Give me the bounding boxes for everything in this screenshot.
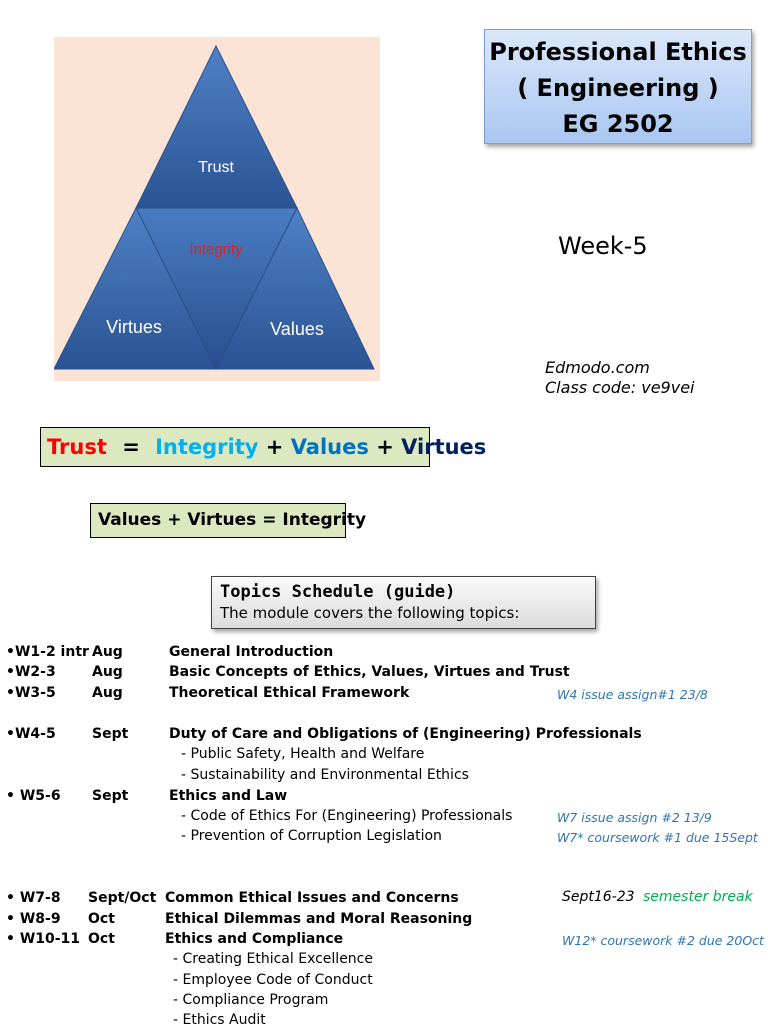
course-code: EG 2502 [562, 110, 674, 138]
pyramid-top-section [135, 44, 298, 209]
note-assign-1: W4 issue assign#1 23/8 [557, 687, 708, 702]
pyramid-label-virtues: Virtues [106, 317, 162, 337]
subtopic: - Sustainability and Environmental Ethic… [181, 767, 469, 783]
topics-subheading: The module covers the following topics: [220, 604, 520, 622]
pyramid-left-section [54, 206, 217, 370]
week-label: Week-5 [558, 232, 648, 260]
schedule-week: •W3-5 [6, 685, 56, 701]
schedule-topic: Ethical Dilemmas and Moral Reasoning [165, 911, 473, 927]
eq-values: Values [290, 435, 369, 459]
course-title: Professional Ethics [489, 38, 747, 66]
eq-virtues: Virtues [401, 435, 487, 459]
pyramid-right-section [215, 206, 375, 370]
schedule-topic: Basic Concepts of Ethics, Values, Virtue… [169, 664, 570, 680]
schedule-week: •W1-2 intr [6, 644, 89, 660]
schedule-month: Sept [92, 788, 129, 804]
schedule-week: •W2-3 [6, 664, 56, 680]
schedule-month: Oct [88, 911, 115, 927]
subtopic: - Creating Ethical Excellence [173, 951, 373, 967]
schedule-topic: Theoretical Ethical Framework [169, 685, 410, 701]
schedule-month: Aug [92, 685, 123, 701]
schedule-week: • W7-8 [6, 890, 61, 906]
schedule-topic: Duty of Care and Obligations of (Enginee… [169, 726, 642, 742]
schedule-week: • W5-6 [6, 788, 61, 804]
pyramid-label-integrity: Integrity [189, 241, 243, 258]
schedule-month: Sept/Oct [88, 890, 157, 906]
schedule-month: Aug [92, 644, 123, 660]
edmodo-info: Edmodo.com Class code: ve9vei [545, 358, 695, 398]
schedule-month: Oct [88, 931, 115, 947]
course-title-box: Professional Ethics ( Engineering ) EG 2… [484, 29, 752, 144]
eq-integrity: Integrity [155, 435, 259, 459]
subtopic: - Code of Ethics For (Engineering) Profe… [181, 808, 513, 824]
schedule-topic: Common Ethical Issues and Concerns [165, 890, 459, 906]
subtopic: - Ethics Audit [173, 1012, 266, 1028]
schedule-month: Sept [92, 726, 129, 742]
course-subtitle: ( Engineering ) [517, 74, 719, 102]
pyramid-label-trust: Trust [198, 159, 234, 176]
note-coursework-2: W12* coursework #2 due 20Oct [562, 933, 764, 948]
schedule-month: Aug [92, 664, 123, 680]
semester-break-dates: Sept16-23 [562, 889, 635, 905]
edmodo-site: Edmodo.com [545, 358, 650, 377]
subtopic: - Public Safety, Health and Welfare [181, 746, 425, 762]
integrity-equation: Values + Virtues = Integrity [90, 503, 366, 538]
topics-heading: Topics Schedule (guide) [220, 582, 456, 602]
note-coursework-1: W7* coursework #1 due 15Sept [557, 830, 758, 845]
schedule-topic: Ethics and Compliance [165, 931, 344, 947]
eq-equals: = [122, 435, 140, 459]
subtopic: - Employee Code of Conduct [173, 972, 373, 988]
semester-break-label: semester break [643, 889, 753, 905]
semester-break-note: Sept16-23 semester break [562, 889, 753, 905]
topics-header-box: Topics Schedule (guide) The module cover… [211, 576, 596, 629]
subtopic: - Prevention of Corruption Legislation [181, 828, 442, 844]
eq-plus-2: + [376, 435, 394, 459]
pyramid-label-values: Values [270, 319, 324, 339]
schedule-week: • W8-9 [6, 911, 61, 927]
schedule-week: • W10-11 [6, 931, 81, 947]
note-assign-2: W7 issue assign #2 13/9 [557, 810, 712, 825]
edmodo-class-code: Class code: ve9vei [545, 378, 695, 397]
eq-plus-1: + [265, 435, 284, 459]
trust-equation: Trust = Integrity + Values + Virtues [40, 427, 486, 467]
schedule-topic: Ethics and Law [169, 788, 288, 804]
schedule-week: •W4-5 [6, 726, 56, 742]
schedule-topic: General Introduction [169, 644, 334, 660]
trust-pyramid: Trust Integrity Virtues Values [54, 44, 375, 371]
eq-trust: Trust [47, 435, 107, 459]
subtopic: - Compliance Program [173, 992, 329, 1008]
